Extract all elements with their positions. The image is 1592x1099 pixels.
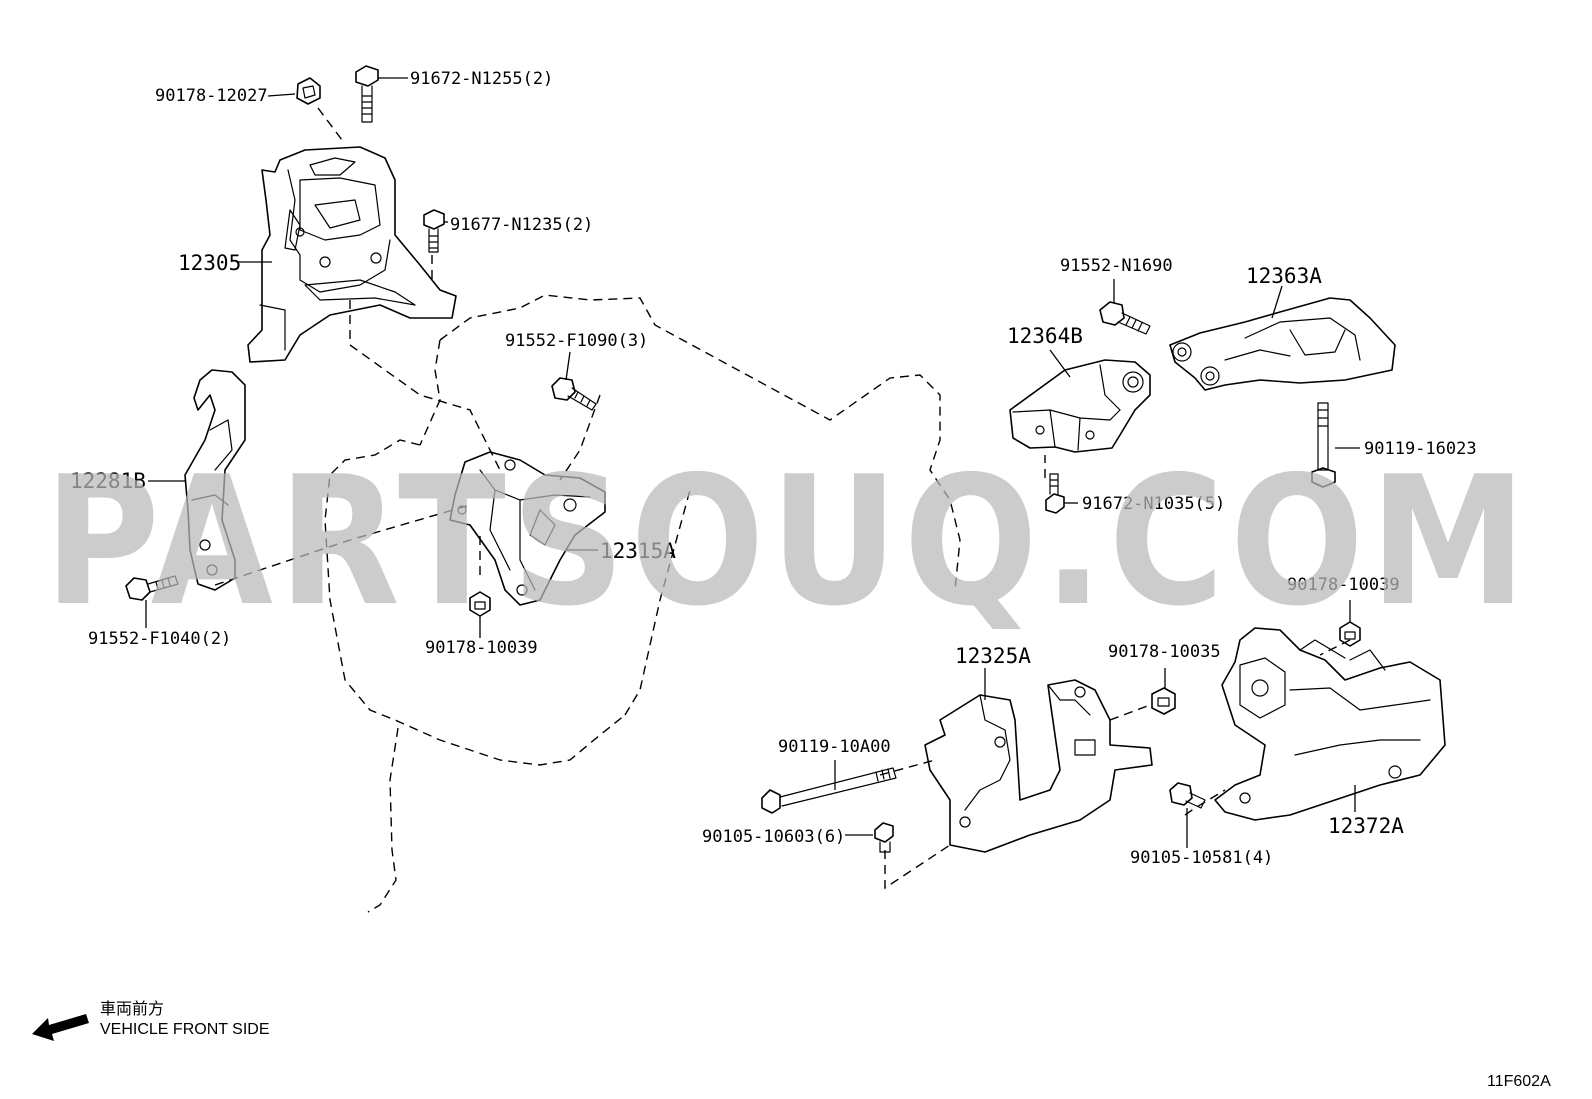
callout-91672-N1255[interactable]: 91672-N1255(2) [410, 69, 553, 89]
nut-90178-10039-center [469, 591, 491, 617]
callout-90178-10039-center[interactable]: 90178-10039 [425, 638, 538, 658]
callout-90119-10A00[interactable]: 90119-10A00 [778, 737, 891, 757]
callout-12364B[interactable]: 12364B [1007, 324, 1083, 348]
callout-12363A[interactable]: 12363A [1246, 264, 1322, 288]
bolt-90119-10A00 [761, 767, 897, 814]
part-12305-mount [247, 146, 457, 363]
bolt-90105-10603 [874, 822, 894, 853]
callout-91672-N1035[interactable]: 91672-N1035(5) [1082, 494, 1225, 514]
assembly-lines [214, 255, 1351, 890]
callout-12305[interactable]: 12305 [178, 251, 241, 275]
callout-91677-N1235[interactable]: 91677-N1235(2) [450, 215, 593, 235]
bolt-90105-10581 [1169, 782, 1206, 809]
callout-12281B[interactable]: 12281B [70, 469, 146, 493]
part-12372A-mount [1214, 627, 1446, 821]
bolt-90119-16023 [1311, 402, 1336, 488]
part-12325A-bracket [924, 679, 1153, 853]
leader-lines [145, 77, 1360, 848]
front-side-legend: 車両前方 VEHICLE FRONT SIDE [32, 1000, 270, 1041]
bolt-91672-N1035 [1045, 473, 1065, 514]
legend-english: VEHICLE FRONT SIDE [100, 1021, 270, 1038]
callout-90178-12027[interactable]: 90178-12027 [155, 86, 268, 106]
callout-90105-10603[interactable]: 90105-10603(6) [702, 827, 845, 847]
callout-91552-F1040[interactable]: 91552-F1040(2) [88, 629, 231, 649]
callout-90119-16023[interactable]: 90119-16023 [1364, 439, 1477, 459]
bolt-91552-F1040 [125, 575, 179, 601]
callout-90178-10039-right[interactable]: 90178-10039 [1287, 575, 1400, 595]
bolt-91672-N1255 [355, 65, 379, 123]
callout-91552-N1690[interactable]: 91552-N1690 [1060, 256, 1173, 276]
callout-12372A[interactable]: 12372A [1328, 814, 1404, 838]
watermark: PARTSOUQ.COM [44, 438, 1532, 645]
arrow-front-icon [32, 1014, 89, 1041]
callout-91552-F1090[interactable]: 91552-F1090(3) [505, 331, 648, 351]
nut-90178-10035 [1151, 687, 1176, 715]
callout-90178-10035[interactable]: 90178-10035 [1108, 642, 1221, 662]
callout-12325A[interactable]: 12325A [955, 644, 1031, 668]
engine-outline [324, 294, 961, 913]
callout-90105-10581[interactable]: 90105-10581(4) [1130, 848, 1273, 868]
callout-labels: 90178-12027 91672-N1255(2) 91677-N1235(2… [70, 69, 1477, 868]
part-12363A-torque-rod [1169, 297, 1396, 391]
part-12315A-bracket [449, 451, 606, 606]
part-12281B-bracket [184, 369, 246, 591]
part-12364B-mount [1009, 359, 1151, 453]
callout-12315A[interactable]: 12315A [600, 539, 676, 563]
bolt-91552-N1690 [1099, 301, 1151, 335]
legend-japanese: 車両前方 [100, 1000, 164, 1018]
bolt-91552-F1090 [551, 377, 597, 411]
figure-code: 11F602A [1487, 1073, 1551, 1090]
bolt-91677-N1235 [423, 209, 445, 253]
nut-90178-12027 [296, 77, 343, 141]
